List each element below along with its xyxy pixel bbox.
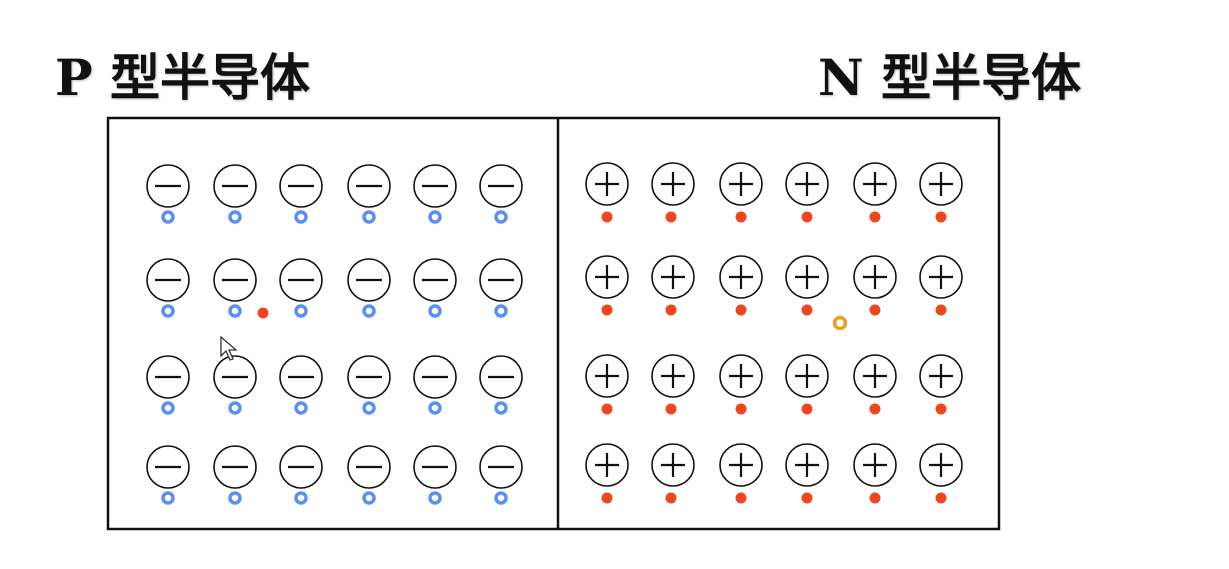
hole [494, 491, 508, 505]
electron [869, 403, 881, 415]
hole [294, 210, 308, 224]
hole [161, 210, 175, 224]
electron [935, 492, 947, 504]
electron [735, 211, 747, 223]
hole [428, 304, 442, 318]
hole [228, 401, 242, 415]
hole [161, 491, 175, 505]
electron [801, 304, 813, 316]
electron [801, 211, 813, 223]
electron [869, 304, 881, 316]
hole [428, 491, 442, 505]
electron [665, 403, 677, 415]
electron [601, 304, 613, 316]
hole [494, 401, 508, 415]
hole [362, 304, 376, 318]
hole [362, 401, 376, 415]
p-type-title: P 型半导体 [55, 48, 311, 107]
hole [161, 304, 175, 318]
p-region [146, 164, 523, 505]
hole [228, 210, 242, 224]
electron [801, 403, 813, 415]
hole [161, 401, 175, 415]
hole [362, 491, 376, 505]
electron [801, 492, 813, 504]
mouse-cursor-icon [220, 336, 238, 361]
hole [428, 401, 442, 415]
hole [494, 304, 508, 318]
electron [665, 492, 677, 504]
hole [228, 491, 242, 505]
electron [735, 403, 747, 415]
electron [601, 211, 613, 223]
hole [294, 304, 308, 318]
n-type-title: N 型半导体 [818, 48, 1082, 107]
diffused-electron [257, 307, 269, 319]
hole [362, 210, 376, 224]
electron [665, 211, 677, 223]
electron [869, 492, 881, 504]
electron [665, 304, 677, 316]
hole [294, 401, 308, 415]
electron [935, 304, 947, 316]
electron [935, 211, 947, 223]
electron [869, 211, 881, 223]
hole [494, 210, 508, 224]
electron [735, 492, 747, 504]
hole [294, 491, 308, 505]
electron [935, 403, 947, 415]
hole [228, 304, 242, 318]
electron [601, 403, 613, 415]
electron [735, 304, 747, 316]
electron [601, 492, 613, 504]
hole [428, 210, 442, 224]
n-region [585, 162, 963, 504]
diagram-border [106, 116, 1001, 531]
diffused-hole [832, 315, 848, 331]
